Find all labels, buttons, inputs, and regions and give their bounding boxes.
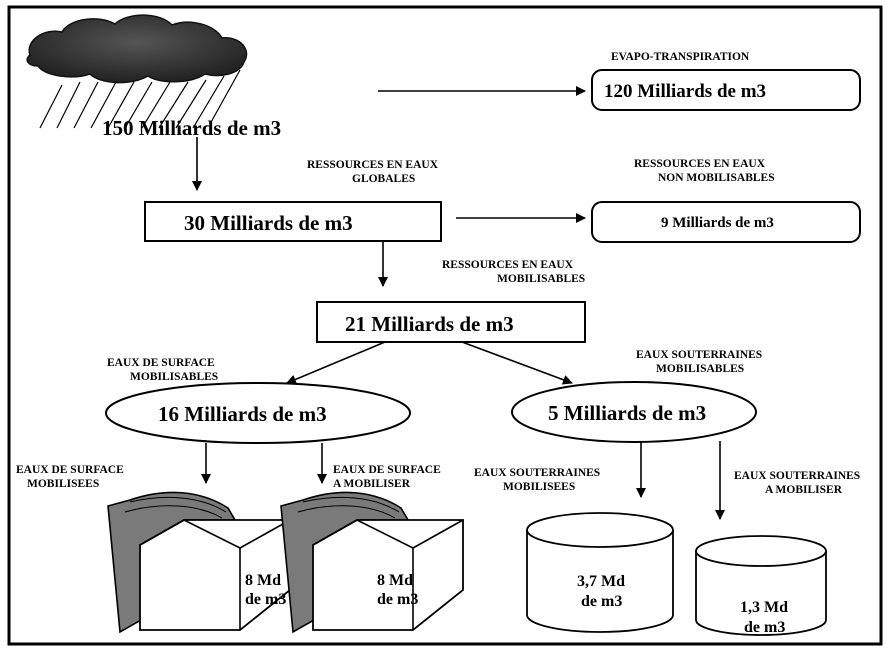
- rain-total-value: 150 Milliards de m3: [102, 116, 281, 140]
- surface-mob-label-line2: MOBILISABLES: [130, 371, 218, 383]
- ground-used-label-line2: MOBILISEES: [503, 481, 575, 493]
- ground-mob-label-line1: EAUX SOUTERRAINES: [636, 349, 762, 361]
- ground-todo-label-line1: EAUX SOUTERRAINES: [734, 470, 860, 482]
- diagram-frame: [7, 5, 883, 646]
- surface-used-label-line2: MOBILISEES: [27, 478, 99, 490]
- mob-box: [316, 301, 586, 343]
- mob-label-line2: MOBILISABLES: [497, 273, 585, 285]
- non-mob-label-line1: RESSOURCES EN EAUX: [634, 158, 766, 170]
- global-label-line2: GLOBALES: [352, 173, 415, 185]
- tank1-volume-line1: 3,7 Md: [577, 573, 625, 590]
- dam1-volume-line2: de m3: [245, 591, 286, 608]
- non-mob-box: [591, 201, 861, 243]
- surface-used-label-line1: EAUX DE SURFACE: [16, 464, 124, 476]
- ground-mob-ellipse: [511, 381, 757, 443]
- arrow-mob-to-ground: [461, 341, 573, 385]
- dam-icon: [280, 491, 464, 634]
- tank1-volume-line2: de m3: [581, 593, 622, 610]
- dam-icon: [107, 491, 291, 634]
- ground-mob-value: 5 Milliards de m3: [548, 401, 706, 425]
- evapo-label: EVAPO-TRANSPIRATION: [611, 51, 750, 63]
- global-value: 30 Milliards de m3: [184, 211, 353, 235]
- tank2-volume-line2: de m3: [744, 619, 785, 636]
- surface-todo-label-line2: A MOBILISER: [333, 478, 411, 490]
- arrow-mob-to-surface: [286, 341, 386, 385]
- dam2-volume-line2: de m3: [377, 591, 418, 608]
- tank-icon: [695, 535, 827, 636]
- global-box: [144, 201, 442, 242]
- ground-mob-label-line2: MOBILISABLES: [656, 363, 744, 375]
- rain-cloud-icon: [26, 14, 248, 129]
- mob-label-line1: RESSOURCES EN EAUX: [442, 259, 574, 271]
- ground-used-label-line1: EAUX SOUTERRAINES: [474, 467, 600, 479]
- evapo-box: [591, 69, 861, 111]
- surface-todo-label-line1: EAUX DE SURFACE: [333, 464, 441, 476]
- evapo-value: 120 Milliards de m3: [604, 81, 766, 102]
- tank-icon: [526, 512, 674, 633]
- global-label-line1: RESSOURCES EN EAUX: [307, 159, 439, 171]
- dam2-volume-line1: 8 Md: [377, 572, 413, 589]
- ground-todo-label-line2: A MOBILISER: [765, 484, 843, 496]
- surface-mob-label-line1: EAUX DE SURFACE: [107, 357, 215, 369]
- tank2-volume-line1: 1,3 Md: [740, 599, 788, 616]
- mob-value: 21 Milliards de m3: [345, 312, 514, 336]
- non-mob-label-line2: NON MOBILISABLES: [658, 172, 775, 184]
- surface-mob-ellipse: [105, 382, 411, 444]
- non-mob-value: 9 Milliards de m3: [661, 215, 774, 231]
- surface-mob-value: 16 Milliards de m3: [158, 402, 327, 426]
- dam1-volume-line1: 8 Md: [245, 572, 281, 589]
